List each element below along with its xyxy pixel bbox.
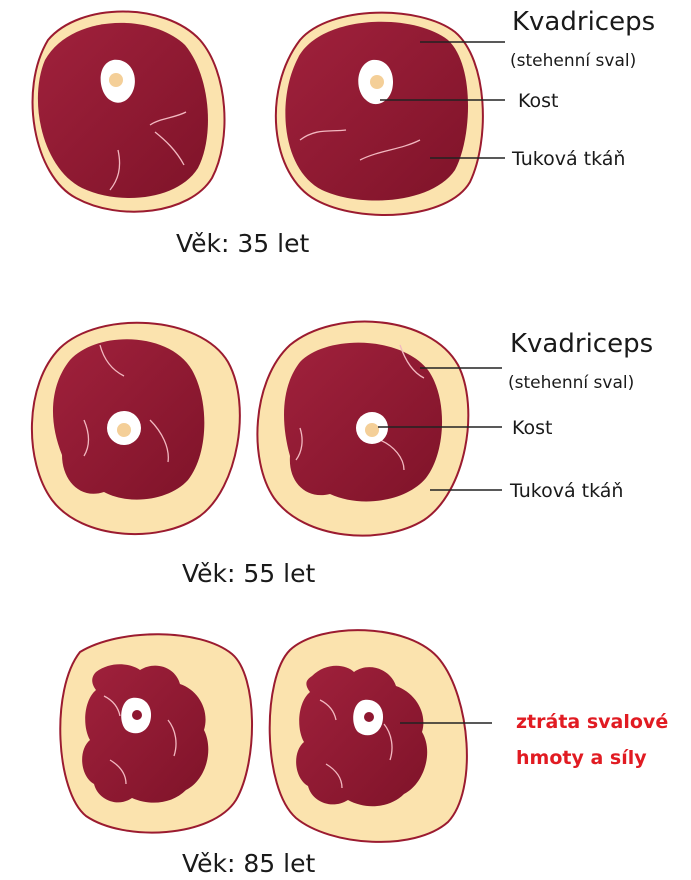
muscle-area xyxy=(285,22,468,201)
label-loss-line2: hmoty a síly xyxy=(516,747,647,769)
thigh-right-85 xyxy=(270,630,467,842)
label-muscle: Kvadriceps xyxy=(510,329,653,359)
marrow xyxy=(364,712,374,722)
thigh-left-55 xyxy=(32,323,240,534)
label-muscle-sub: (stehenní sval) xyxy=(510,51,636,71)
label-fat: Tuková tkáň xyxy=(511,148,625,170)
row-age-35: Kvadriceps (stehenní sval) Kost Tuková t… xyxy=(33,7,656,258)
marrow xyxy=(132,710,142,720)
thigh-right-35 xyxy=(276,13,483,215)
age-label-85: Věk: 85 let xyxy=(182,849,315,878)
muscle-area xyxy=(38,23,208,198)
label-fat: Tuková tkáň xyxy=(509,480,623,502)
age-label-55: Věk: 55 let xyxy=(182,559,315,588)
marrow xyxy=(370,75,384,89)
thigh-left-85 xyxy=(60,634,252,832)
marrow xyxy=(109,73,123,87)
marrow xyxy=(117,423,131,437)
marrow xyxy=(365,423,379,437)
age-label-35: Věk: 35 let xyxy=(176,229,309,258)
label-bone: Kost xyxy=(512,417,553,439)
label-muscle: Kvadriceps xyxy=(512,7,655,37)
label-muscle-sub: (stehenní sval) xyxy=(508,373,634,393)
thigh-right-55 xyxy=(257,322,468,536)
row-age-85: ztráta svalové hmoty a síly Věk: 85 let xyxy=(60,630,668,878)
label-loss-line1: ztráta svalové xyxy=(516,711,668,733)
thigh-left-35 xyxy=(33,12,225,212)
label-bone: Kost xyxy=(518,90,559,112)
row-age-55: Kvadriceps (stehenní sval) Kost Tuková t… xyxy=(32,322,653,588)
